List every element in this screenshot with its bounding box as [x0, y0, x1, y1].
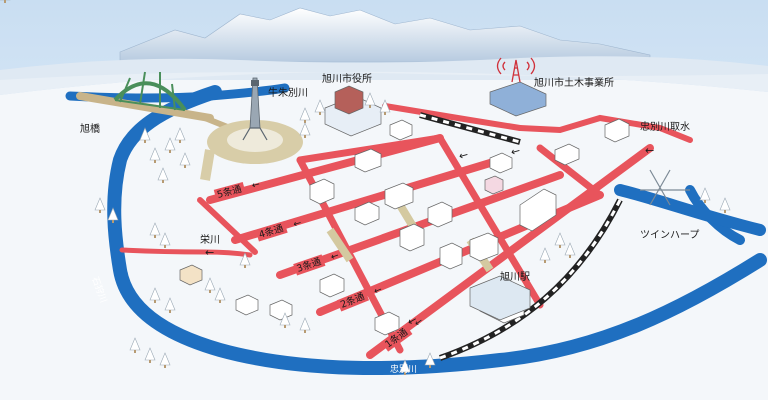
asahibashi-bridge [76, 71, 214, 122]
label-ushushubetsugawa: 牛朱別川 [268, 86, 308, 99]
roundabout [200, 120, 303, 181]
svg-text:←: ← [509, 144, 521, 159]
label-chubetsu-intake: 忠別川取水 [640, 121, 690, 133]
railway [419, 112, 623, 361]
ishikari-river [107, 85, 767, 376]
chubetsu-river-upper [614, 184, 766, 236]
mountain-range [0, 7, 768, 95]
label-civil-engineering: 旭川市土木事業所 [534, 76, 614, 89]
label-sakaegawa: 栄川 [200, 234, 220, 246]
buildings [179, 81, 690, 336]
svg-text:←: ← [645, 144, 654, 157]
tv-tower [242, 77, 268, 141]
label-asahikawa-station: 旭川駅 [500, 271, 530, 283]
arrow-left-icon: ← [329, 250, 340, 263]
arrow-left-icon: ← [251, 179, 262, 192]
label-asahibashi: 旭橋 [80, 122, 100, 135]
svg-text:←: ← [457, 148, 469, 163]
label-city-hall: 旭川市役所 [322, 72, 372, 85]
snow-trees [0, 0, 731, 376]
radio-tower-icon [496, 57, 536, 83]
flow-arrows: ← ← ← ← ← [205, 144, 654, 329]
arrow-left-icon: ← [372, 284, 384, 297]
label-twin-harp: ツインハープ [640, 229, 699, 241]
svg-text:←: ← [205, 246, 214, 259]
sakaegawa-route [119, 247, 253, 258]
arrow-left-icon: ← [292, 217, 303, 230]
label-chubetsugawa: 忠別川 [390, 364, 417, 375]
